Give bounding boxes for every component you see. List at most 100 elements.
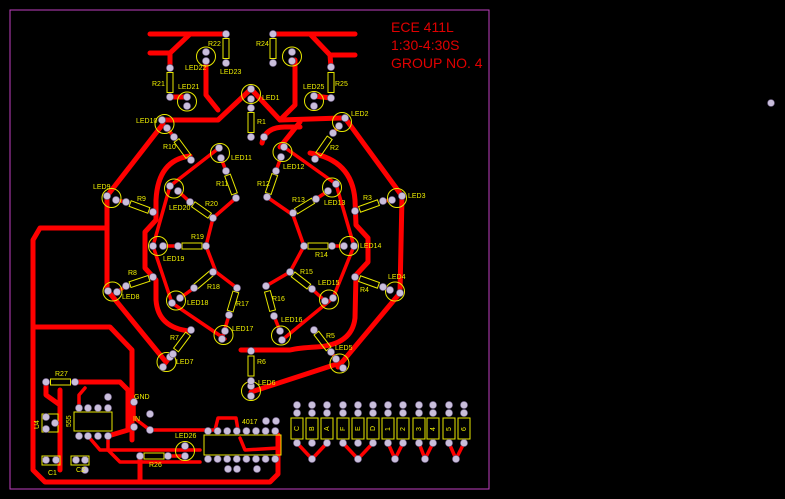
chip-pin[interactable] — [223, 427, 232, 435]
resistor-pad[interactable] — [170, 133, 178, 141]
display-pad[interactable] — [445, 409, 453, 417]
chip-pin[interactable] — [232, 455, 241, 463]
chip-pin[interactable] — [213, 455, 222, 463]
led-pad[interactable] — [310, 92, 318, 100]
resistor-pad[interactable] — [312, 195, 320, 203]
resistor-pad[interactable] — [187, 156, 195, 164]
chip-pin[interactable] — [75, 404, 83, 412]
display-common-pad[interactable] — [354, 455, 362, 463]
chip-pin[interactable] — [232, 427, 241, 435]
resistor-pad[interactable] — [329, 129, 337, 137]
display-common-pad[interactable] — [421, 455, 429, 463]
display-pad[interactable] — [369, 439, 377, 447]
led-pad[interactable] — [341, 114, 349, 122]
chip-pin[interactable] — [104, 432, 112, 440]
pad[interactable] — [253, 465, 261, 473]
chip-pin[interactable] — [204, 455, 212, 463]
display-pad[interactable] — [399, 439, 407, 447]
resistor-pad[interactable] — [222, 30, 230, 38]
resistor-pad[interactable] — [262, 282, 270, 290]
chip-pin[interactable] — [84, 432, 92, 440]
display-pad[interactable] — [293, 439, 301, 447]
resistor-pad[interactable] — [289, 209, 297, 217]
pad[interactable] — [233, 465, 241, 473]
led-pad[interactable] — [350, 242, 358, 250]
resistor-pad[interactable] — [328, 242, 336, 250]
display-pad[interactable] — [415, 409, 423, 417]
resistor-pad[interactable] — [166, 93, 174, 101]
resistor-pad[interactable] — [166, 64, 174, 72]
display-pad[interactable] — [339, 401, 347, 409]
resistor-pad[interactable] — [136, 452, 144, 460]
led-pad[interactable] — [396, 289, 404, 297]
resistor-pad[interactable] — [149, 273, 157, 281]
resistor-pad[interactable] — [379, 283, 387, 291]
led-pad[interactable] — [202, 57, 210, 65]
led-pad[interactable] — [247, 95, 255, 103]
led-pad[interactable] — [159, 242, 167, 250]
chip-pin[interactable] — [252, 455, 260, 463]
resistor-pad[interactable] — [122, 198, 130, 206]
in-terminal[interactable] — [130, 423, 138, 431]
led-pad[interactable] — [276, 327, 284, 335]
stray-pad[interactable] — [767, 99, 775, 107]
resistor-pad[interactable] — [190, 284, 198, 292]
display-pad[interactable] — [339, 439, 347, 447]
resistor-pad[interactable] — [42, 378, 50, 386]
resistor-pad[interactable] — [269, 30, 277, 38]
regulator-pin[interactable] — [42, 413, 50, 421]
display-pad[interactable] — [293, 409, 301, 417]
display-pad[interactable] — [460, 439, 468, 447]
display-pad[interactable] — [323, 439, 331, 447]
led-pad[interactable] — [398, 192, 406, 200]
resistor-pad[interactable] — [311, 155, 319, 163]
display-pad[interactable] — [445, 439, 453, 447]
chip-pin[interactable] — [213, 427, 222, 435]
led-pad[interactable] — [159, 363, 167, 371]
resistor-pad[interactable] — [149, 208, 157, 216]
led-pad[interactable] — [339, 364, 347, 372]
chip-pin[interactable] — [271, 427, 280, 435]
capacitor-pad[interactable] — [52, 456, 60, 464]
chip-pin[interactable] — [94, 404, 102, 412]
resistor-pad[interactable] — [209, 214, 217, 222]
regulator-pin[interactable] — [42, 425, 50, 433]
led-pad[interactable] — [166, 182, 174, 190]
led-pad[interactable] — [329, 294, 337, 302]
resistor-pad[interactable] — [187, 326, 195, 334]
resistor-pad[interactable] — [247, 104, 255, 112]
pad[interactable] — [81, 466, 89, 474]
resistor-pad[interactable] — [263, 193, 271, 201]
resistor-pad[interactable] — [300, 242, 308, 250]
display-pad[interactable] — [399, 409, 407, 417]
display-pad[interactable] — [460, 401, 468, 409]
led-pad[interactable] — [158, 116, 166, 124]
pad[interactable] — [146, 410, 154, 418]
resistor-pad[interactable] — [272, 167, 280, 175]
led-pad[interactable] — [217, 154, 225, 162]
resistor-pad[interactable] — [186, 198, 194, 206]
resistor-pad[interactable] — [247, 377, 255, 385]
led-pad[interactable] — [183, 102, 191, 110]
chip-pin[interactable] — [94, 432, 102, 440]
resistor-pad[interactable] — [310, 326, 318, 334]
resistor-pad[interactable] — [270, 312, 278, 320]
led-pad[interactable] — [332, 180, 340, 188]
display-pad[interactable] — [415, 439, 423, 447]
resistor-pad[interactable] — [247, 133, 255, 141]
resistor-pad[interactable] — [164, 452, 172, 460]
resistor-pad[interactable] — [71, 378, 79, 386]
display-common-pad[interactable] — [308, 455, 316, 463]
resistor-pad[interactable] — [233, 284, 241, 292]
led-pad[interactable] — [340, 242, 348, 250]
gnd-terminal[interactable] — [130, 398, 138, 406]
resistor-pad[interactable] — [351, 207, 359, 215]
led-pad[interactable] — [386, 286, 394, 294]
display-pad[interactable] — [293, 401, 301, 409]
display-pad[interactable] — [399, 401, 407, 409]
led-pad[interactable] — [221, 327, 229, 335]
led-pad[interactable] — [277, 153, 285, 161]
resistor-pad[interactable] — [327, 63, 335, 71]
display-pad[interactable] — [429, 439, 437, 447]
pad[interactable] — [104, 393, 112, 401]
